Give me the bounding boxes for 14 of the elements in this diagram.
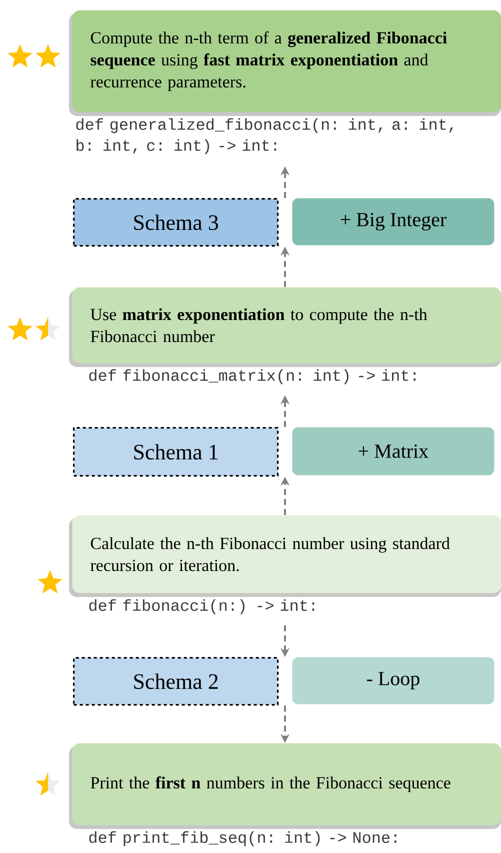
schema-box: Schema 3 (73, 198, 279, 247)
modifier-box: + Big Integer (292, 198, 494, 246)
task-card: Print the first n numbers in the Fibonacci sequence (69, 743, 501, 829)
code-signature: def generalized_fibonacci(n: int, a: int, b: int, c: int) -> int: (76, 118, 453, 154)
modifier-box: - Loop (292, 657, 494, 704)
modifier-box: + Matrix (292, 427, 494, 476)
code-signature: def fibonacci_matrix(n: int) -> int: (89, 369, 416, 384)
code-signature: def print_fib_seq(n: int) -> None: (89, 831, 396, 846)
task-card: Compute the n-th term of a generalized Fibonacci sequence using fast matrix exponentiation and recurrence parameters. (69, 10, 501, 116)
schema-box: Schema 2 (73, 657, 279, 706)
task-card: Calculate the n-th Fibonacci number using standard recursion or iteration. (69, 515, 501, 597)
task-card: Use matrix exponentiation to compute the n-th Fibonacci number (69, 287, 501, 367)
code-signature: def fibonacci(n:) -> int: (89, 599, 314, 614)
schema-box: Schema 1 (73, 427, 279, 477)
